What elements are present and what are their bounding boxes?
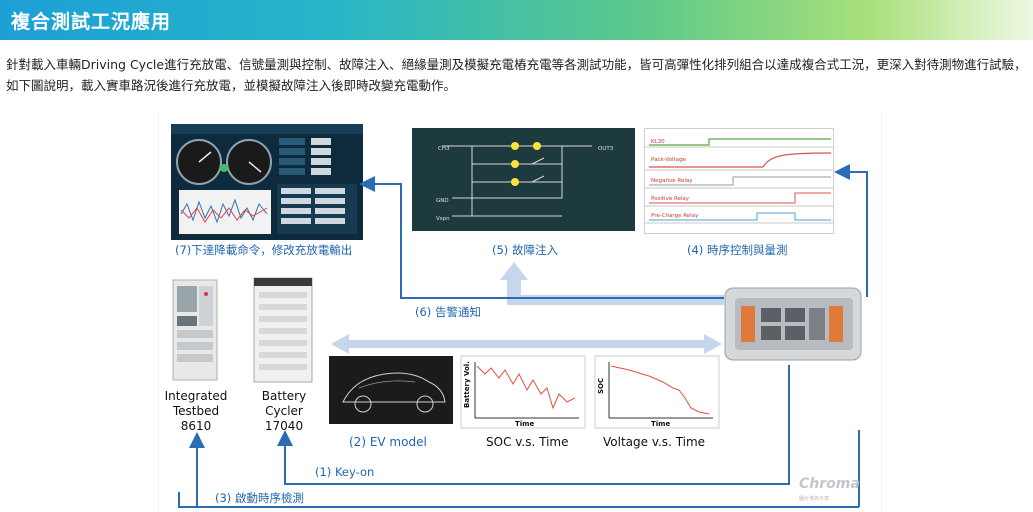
section-banner: 複合測試工況應用 <box>0 0 1033 40</box>
battery-cycler-label: Battery Cycler 17040 <box>261 389 307 433</box>
ev-model-image <box>329 356 453 424</box>
timing-arrow-line <box>834 164 868 297</box>
step6-label: (6) 告警通知 <box>415 305 481 319</box>
integrated-testbed-label: Integrated Testbed 8610 <box>164 389 228 433</box>
signal-pack-voltage: Pack-Voltage <box>651 157 687 163</box>
fault-out-label: OUT3 <box>598 146 614 152</box>
fault-vspn-label: Vspn <box>436 216 450 222</box>
battery-voltage-chart: Battery Vol. Time <box>460 355 586 429</box>
timing-check-arrow-bottom <box>178 492 859 508</box>
soc-chart: SOC Time <box>594 355 720 429</box>
control-software-screenshot <box>171 124 363 240</box>
alarm-arrow-line <box>359 176 724 299</box>
step4-label: (4) 時序控制與量測 <box>687 243 788 257</box>
intro-paragraph: 針對載入車輛Driving Cycle進行充放電、信號量測與控制、故障注入、絕緣… <box>6 57 1027 93</box>
step7-label: (7)下達降載命令，修改充放電輸出 <box>175 243 353 257</box>
bidirectional-big-arrow <box>331 334 722 354</box>
keyon-arrow-line <box>277 365 790 485</box>
soc-chart-xlabel: Time <box>515 420 534 428</box>
fault-ch-label: CH3 <box>438 146 450 152</box>
step3-label: (3) 啟動時序檢測 <box>215 491 304 505</box>
fault-gnd-label: GND <box>436 198 449 204</box>
battery-cycler-image <box>253 277 313 383</box>
flow-arrows-layer: Battery Vol. Time SOC Time Chroma 圖片僅為示意 <box>172 164 868 508</box>
fault-injection-circuit: CH3 OUT3 GND Vspn <box>412 128 635 231</box>
battery-pack-image <box>724 287 862 361</box>
soc-caption: SOC v.s. Time <box>486 435 569 449</box>
software-ui-graphic <box>171 124 363 240</box>
signal-negative-relay: Negative Relay <box>651 178 693 184</box>
timing-chart-graphic: KL30 Pack-Voltage Negative Relay Positiv… <box>645 138 833 224</box>
volt-chart-ylabel: SOC <box>597 378 605 394</box>
alarm-big-arrow <box>500 262 724 305</box>
timing-control-panel: KL30 Pack-Voltage Negative Relay Positiv… <box>644 128 834 234</box>
signal-precharge-relay: Pre-Charge Relay <box>651 213 699 219</box>
signal-positive-relay: Positive Relay <box>651 196 690 202</box>
signal-kl30: KL30 <box>651 139 665 145</box>
composite-test-diagram: CH3 OUT3 GND Vspn KL30 Pack-Voltage Nega… <box>158 112 882 512</box>
fault-injection-panel: CH3 OUT3 GND Vspn <box>412 128 635 231</box>
integrated-testbed-image <box>172 279 218 381</box>
soc-chart-ylabel: Battery Vol. <box>463 361 471 408</box>
step5-label: (5) 故障注入 <box>492 243 558 257</box>
step2-label: (2) EV model <box>349 435 427 449</box>
chroma-logo: Chroma <box>799 476 860 492</box>
step1-label: (1) Key-on <box>315 465 375 479</box>
volt-chart-xlabel: Time <box>651 420 670 428</box>
voltage-caption: Voltage v.s. Time <box>603 435 706 449</box>
chroma-sub: 圖片僅為示意 <box>799 495 829 502</box>
section-title: 複合測試工況應用 <box>11 11 172 33</box>
